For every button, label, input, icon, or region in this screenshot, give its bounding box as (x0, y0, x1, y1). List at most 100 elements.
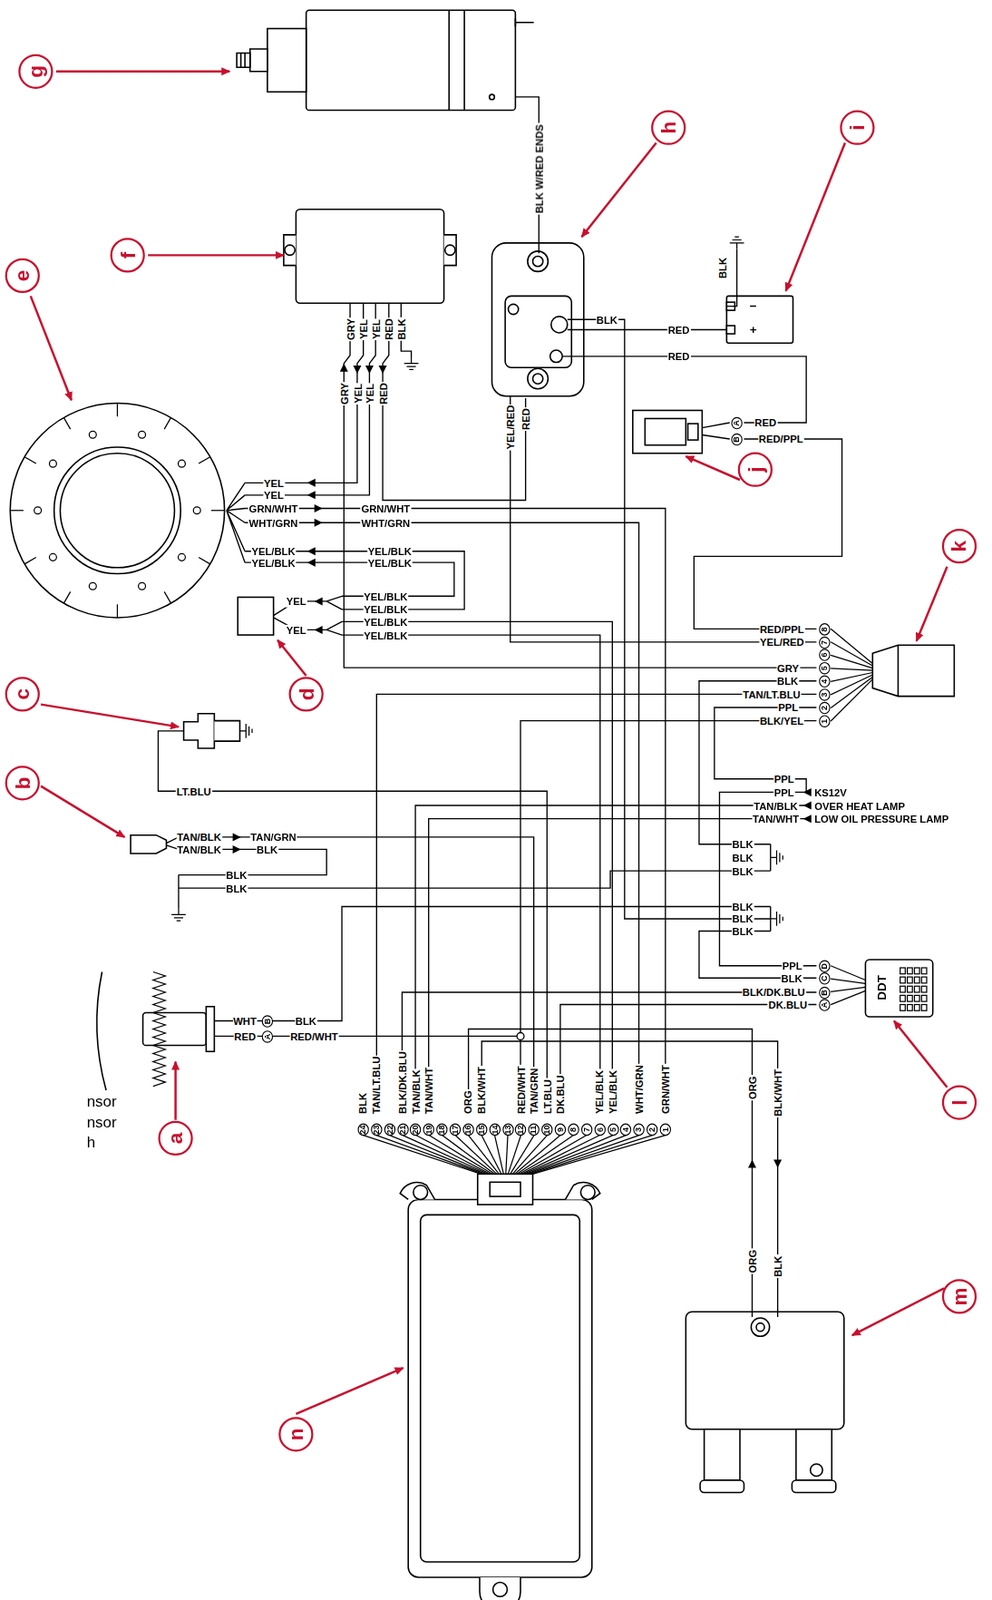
wire-label: ORG (462, 1089, 474, 1115)
keypad-key (900, 976, 906, 983)
callout-letter: g (25, 65, 47, 78)
ecu-pin-fan (505, 1135, 508, 1175)
pin-number: 22 (383, 1122, 395, 1136)
keypad-key (907, 1004, 914, 1012)
wire-label: PPL (777, 701, 799, 713)
ground-symbol (404, 357, 419, 370)
pin-number: 8 (818, 622, 830, 636)
wire-label: TAN/WHT (423, 1066, 435, 1115)
wire-label: RED (383, 316, 395, 341)
callout-letter: i (846, 125, 868, 131)
pin-number: 6 (593, 1122, 605, 1136)
callout-letter: k (949, 540, 971, 553)
callout-circle: h (651, 110, 686, 146)
stator-notch (116, 603, 118, 618)
wire-label: KS12V (813, 786, 848, 798)
pin-number: 21 (397, 1122, 409, 1136)
keypad-key (907, 976, 914, 983)
pin-number: 19 (423, 1122, 435, 1136)
pin-number: 4 (620, 1122, 632, 1136)
wire-label: PPL (773, 786, 796, 798)
keypad-key (921, 1004, 927, 1012)
wires (157, 97, 842, 1317)
callout-letter: a (165, 1132, 186, 1145)
stator-hole (138, 582, 146, 590)
wire-label: GRN/WHT (660, 1063, 672, 1115)
pin-fan (830, 679, 873, 721)
wire-label: GRY (776, 661, 800, 673)
pin-fan (830, 674, 873, 695)
pin-number: 5 (818, 661, 830, 674)
pin-fan (830, 986, 866, 992)
stator-hole (178, 553, 186, 561)
stator-notch (164, 591, 171, 603)
wire-label: BLK (255, 843, 279, 855)
wire-label: BLK/WHT (476, 1065, 487, 1115)
callout-circle: c (5, 676, 40, 711)
wire-label: TAN/GRN (528, 1066, 540, 1115)
pin-number: 23 (370, 1122, 382, 1136)
wire-label: + (748, 323, 759, 335)
wire-label: BLK (730, 900, 754, 912)
stator-notch (116, 403, 118, 418)
pin-number: 4 (818, 674, 830, 688)
wire-label: RED/WHT (289, 1030, 340, 1041)
wire-label: YEL (285, 595, 308, 607)
pin-fan (830, 965, 866, 981)
note-text: nsor (86, 1111, 118, 1129)
wire-label: DK.BLU (554, 1073, 566, 1115)
wire-label: YEL/BLK (367, 556, 413, 568)
component-drawings (9, 9, 954, 1600)
wire-label: BLK (771, 1254, 783, 1277)
pin-fan (830, 641, 873, 666)
stator-notch (24, 457, 37, 464)
pin-number: 3 (818, 688, 830, 701)
wire-label: TAN/BLK (175, 843, 223, 855)
wire-label: DK.BLU (767, 998, 808, 1010)
pin-number: 1 (660, 1122, 672, 1136)
wire-label: BLK (224, 882, 248, 894)
wire-label: PPL (781, 960, 804, 972)
pin-number: 16 (462, 1122, 474, 1136)
callout-circle: e (5, 258, 40, 293)
keypad-key (907, 994, 914, 1002)
wire-label: BLK/YEL (758, 714, 805, 726)
wire-label: PPL (773, 773, 796, 785)
ground-symbol (770, 911, 784, 926)
pin-number: 3 (633, 1122, 645, 1136)
keypad-key (921, 985, 927, 992)
wire-label: RED (233, 1030, 257, 1041)
wire-label: YEL/BLK (593, 1069, 605, 1115)
wire-label: ORG (746, 1074, 758, 1100)
stator-hole (193, 506, 201, 515)
callout-circle: j (738, 452, 773, 487)
callout-circle: a (157, 1120, 193, 1156)
pin-fan (830, 671, 873, 681)
callout-circle: k (942, 528, 977, 564)
pin-number: A (262, 1030, 273, 1043)
wire-label: BLK (357, 1091, 369, 1115)
pin-number: 7 (581, 1122, 593, 1136)
wire-label: BLK (730, 851, 754, 863)
stator-hole (88, 430, 97, 438)
wire-label: YEL/BLK (607, 1069, 619, 1115)
wire-label: RED/PPL (758, 622, 806, 634)
wire-label: BLK (779, 972, 803, 983)
keypad-key (921, 976, 927, 983)
callout-letter: l (949, 1098, 971, 1105)
callout-letter: c (12, 688, 34, 701)
ecu-pin-fan (389, 1135, 487, 1175)
wire-label: YEL/RED (505, 403, 516, 450)
pin-number: 12 (515, 1122, 526, 1136)
pin-fan (830, 654, 873, 668)
wire-label: RED (377, 380, 389, 405)
stator-notch (198, 457, 211, 464)
gear-teeth (153, 971, 166, 1086)
pin-number: 2 (646, 1122, 658, 1136)
stator-notch (63, 591, 70, 603)
keypad-key (900, 967, 906, 974)
wire-label: WHT (232, 1014, 258, 1026)
pin-number: D (818, 959, 830, 973)
wire-label: RED (667, 323, 691, 335)
wire-label: ORG (746, 1247, 758, 1274)
